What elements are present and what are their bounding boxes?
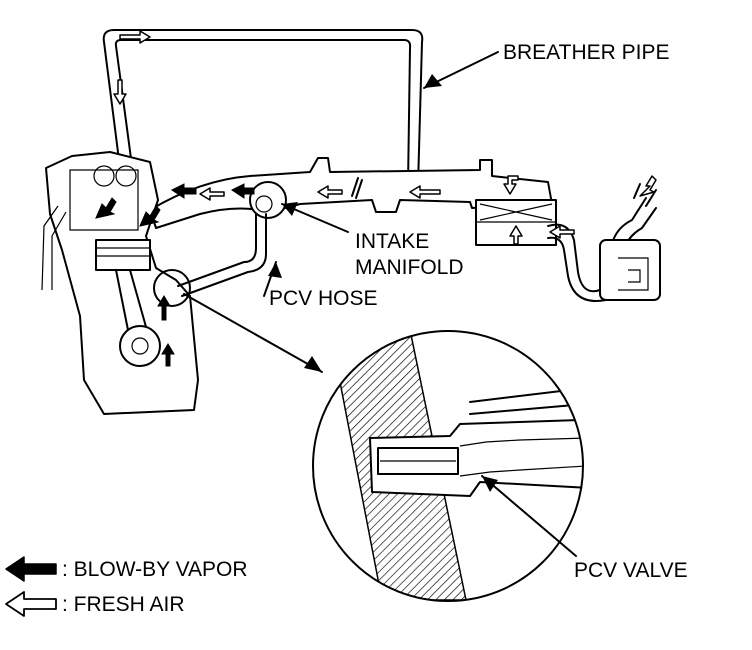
pcv-valve-arrowhead bbox=[482, 476, 498, 492]
breather-pipe bbox=[102, 29, 424, 187]
air-inlet-duct bbox=[547, 183, 661, 302]
pcv-hose bbox=[177, 213, 267, 297]
breather-pipe-label: BREATHER PIPE bbox=[503, 41, 670, 64]
pcv-hose-label: PCV HOSE bbox=[269, 287, 378, 310]
zoom-detail-circle bbox=[312, 330, 584, 602]
zoom-leader-arrowhead bbox=[304, 356, 322, 372]
pcv-valve-label: PCV VALVE bbox=[574, 559, 688, 582]
intake-manifold-arrowhead bbox=[282, 202, 298, 216]
breather-pipe-arrowhead bbox=[424, 74, 442, 88]
fresh-air-flow-arrows bbox=[113, 30, 657, 245]
legend-fresh-air-label: : FRESH AIR bbox=[62, 593, 185, 616]
zoom-leader-line bbox=[183, 293, 323, 373]
pcv-valve-detail bbox=[313, 331, 583, 601]
outline-arrow-left-icon bbox=[5, 591, 57, 617]
pcv-location-circle bbox=[153, 269, 191, 307]
blow-by-flow-arrows bbox=[95, 183, 255, 367]
intake-pipe bbox=[149, 157, 553, 229]
engine-block bbox=[41, 151, 199, 415]
intake-manifold-label-line1: INTAKE bbox=[355, 230, 430, 253]
pcv-hose-arrowhead bbox=[268, 262, 282, 278]
intake-manifold-label-line2: MANIFOLD bbox=[355, 256, 464, 279]
legend-blow-by-label: : BLOW-BY VAPOR bbox=[62, 558, 248, 581]
filled-arrow-left-icon bbox=[5, 556, 57, 582]
pcv-valve-leader bbox=[481, 475, 577, 557]
